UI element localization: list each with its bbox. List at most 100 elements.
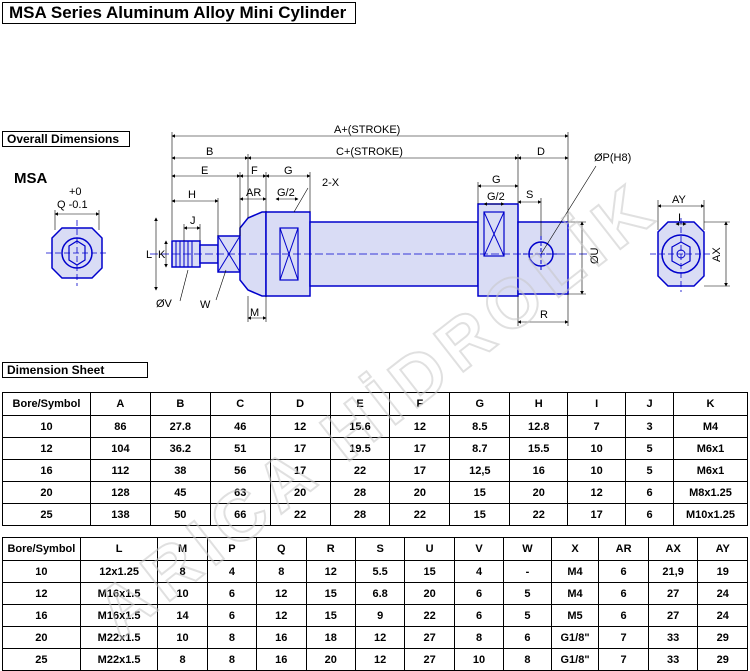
column-header: S (354, 537, 406, 561)
table-cell: 20 (269, 481, 331, 504)
column-header: K (672, 392, 749, 416)
table-cell: 36.2 (149, 437, 211, 460)
label-k: K (158, 249, 166, 261)
column-header: U (404, 537, 455, 561)
column-header: F (389, 392, 451, 416)
model-label: MSA (14, 170, 48, 187)
table-cell: 8 (157, 648, 208, 671)
table-cell: 22 (389, 503, 451, 526)
label-e: E (201, 165, 208, 177)
table-cell: 45 (149, 481, 211, 504)
table-cell: 28 (329, 503, 391, 526)
table-cell: 15.5 (509, 437, 569, 460)
column-header: B (149, 392, 211, 416)
column-header: I (567, 392, 627, 416)
table-cell: M16x1.5 (79, 582, 159, 605)
table-cell: 6 (625, 503, 674, 526)
column-header: J (625, 392, 674, 416)
label-d: D (537, 146, 545, 158)
table-cell: 6 (453, 582, 505, 605)
table-cell: 46 (209, 415, 271, 438)
column-header: AR (598, 537, 649, 561)
table-cell: 27 (404, 626, 455, 649)
table-cell: 12 (2, 582, 81, 605)
table-cell: 24 (697, 582, 748, 605)
label-j: J (190, 215, 196, 227)
column-header: P (206, 537, 258, 561)
column-header: A (89, 392, 151, 416)
table-cell: 12 (354, 648, 406, 671)
column-header: V (453, 537, 505, 561)
table-cell: 138 (89, 503, 151, 526)
label-h: H (188, 189, 196, 201)
table-cell: 8 (256, 560, 307, 583)
table-cell: 29 (697, 648, 748, 671)
table-cell: 3 (625, 415, 674, 438)
table-cell: M22x1.5 (79, 626, 159, 649)
table-cell: 5.5 (354, 560, 406, 583)
column-header: AX (647, 537, 699, 561)
column-header: H (509, 392, 569, 416)
table-cell: 5 (503, 604, 552, 627)
table-cell: 22 (269, 503, 331, 526)
table-cell: 10 (2, 415, 91, 438)
table-cell: 7 (598, 626, 649, 649)
table-cell: 6 (625, 481, 674, 504)
table-cell: G1/8" (550, 648, 600, 671)
table-cell: 12 (2, 437, 91, 460)
column-header: D (269, 392, 331, 416)
table-cell: 6 (598, 582, 649, 605)
table-cell: 12 (269, 415, 331, 438)
table-cell: M4 (672, 415, 749, 438)
table-cell: 12x1.25 (79, 560, 159, 583)
label-ax: AX (711, 247, 723, 262)
table-cell: 5 (503, 582, 552, 605)
table-cell: 66 (209, 503, 271, 526)
label-s: S (526, 189, 533, 201)
table-cell: 19.5 (329, 437, 391, 460)
table-cell: 18 (305, 626, 356, 649)
table-cell: 16 (2, 604, 81, 627)
table-cell: 27 (647, 604, 699, 627)
table-cell: 12 (256, 582, 307, 605)
table-cell: 10 (567, 437, 627, 460)
table-cell: 16 (509, 459, 569, 482)
table-cell: M4 (550, 582, 600, 605)
table-cell: 15 (449, 481, 511, 504)
label-i: I (678, 212, 681, 224)
column-header: W (503, 537, 552, 561)
column-header: L (79, 537, 159, 561)
table-cell: M6x1 (672, 459, 749, 482)
table-cell: 8 (453, 626, 505, 649)
front-end-view (46, 210, 108, 286)
table-cell: 6 (598, 560, 649, 583)
table-cell: 128 (89, 481, 151, 504)
table-cell: 56 (209, 459, 271, 482)
label-ay: AY (672, 194, 687, 206)
label-g-right: G (492, 174, 501, 186)
table-cell: 15 (449, 503, 511, 526)
table-cell: M22x1.5 (79, 648, 159, 671)
label-p: ØP(H8) (594, 152, 631, 164)
table-cell: 6 (453, 604, 505, 627)
label-2x: 2-X (322, 177, 340, 189)
rear-end-view (650, 200, 730, 292)
table-cell: 17 (389, 459, 451, 482)
table-cell: 8 (157, 560, 208, 583)
table-cell: 104 (89, 437, 151, 460)
table-cell: 6 (503, 626, 552, 649)
table-cell: 4 (206, 560, 258, 583)
dimension-sheet-heading: Dimension Sheet (2, 362, 148, 378)
table-cell: 6 (206, 604, 258, 627)
table-cell: 7 (567, 415, 627, 438)
table-cell: 21,9 (647, 560, 699, 583)
table-cell: 22 (509, 503, 569, 526)
table-cell: 112 (89, 459, 151, 482)
table-cell: G1/8" (550, 626, 600, 649)
table-cell: 8.7 (449, 437, 511, 460)
